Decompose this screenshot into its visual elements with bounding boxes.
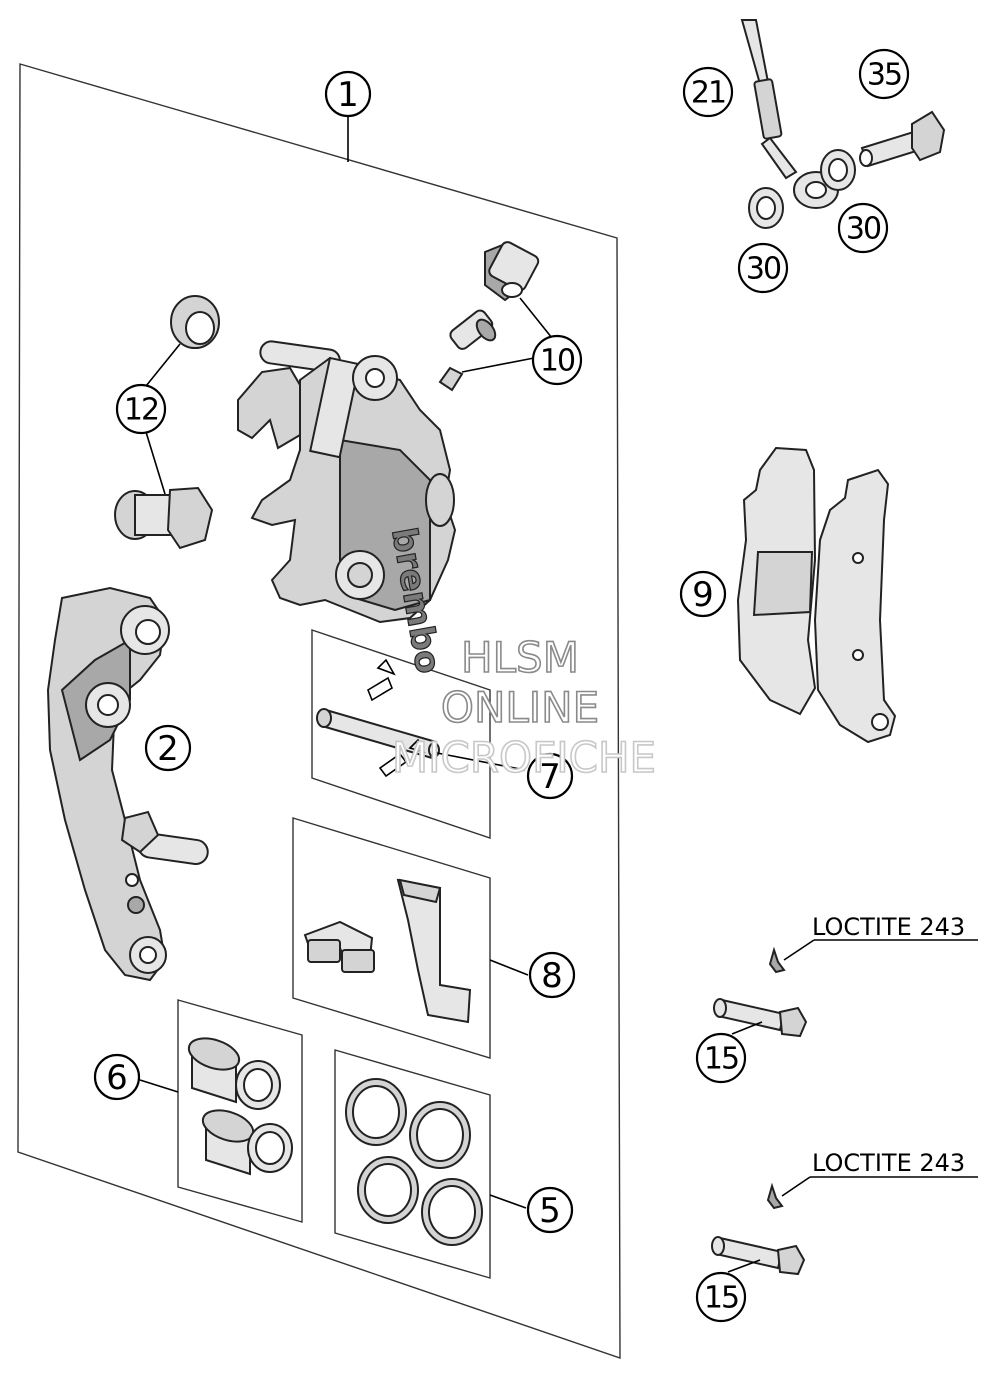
callout-8-label: 8 bbox=[541, 956, 563, 996]
callout-12-label: 12 bbox=[124, 393, 158, 428]
callout-9: 9 bbox=[679, 570, 727, 618]
leader-7 bbox=[431, 751, 526, 771]
leader-loctite-1 bbox=[783, 939, 815, 961]
brake-pad-set bbox=[736, 446, 897, 744]
callout-21-label: 21 bbox=[691, 76, 725, 111]
leader-8 bbox=[489, 959, 529, 976]
pad-pin-kit bbox=[316, 658, 440, 778]
watermark-line-3: MICROFICHE bbox=[392, 733, 656, 782]
seal-kit-frame bbox=[334, 1049, 491, 1279]
callout-15a: 15 bbox=[695, 1032, 747, 1084]
callout-8: 8 bbox=[528, 951, 576, 999]
callout-10: 10 bbox=[531, 334, 583, 386]
callout-2-label: 2 bbox=[157, 729, 179, 769]
callout-12: 12 bbox=[115, 383, 167, 435]
callout-2: 2 bbox=[144, 724, 192, 772]
spring-kit-frame bbox=[292, 817, 491, 1059]
leader-loctite-2 bbox=[781, 1176, 811, 1197]
watermark-line-2: ONLINE bbox=[441, 683, 599, 732]
leader-15b bbox=[727, 1259, 761, 1273]
loctite-note-2: LOCTITE 243 bbox=[812, 1149, 965, 1177]
caliper-screw-2 bbox=[711, 1182, 806, 1276]
leader-10-b bbox=[519, 297, 553, 339]
pad-pin-bolt-bottom bbox=[114, 486, 214, 550]
callout-15b-label: 15 bbox=[704, 1281, 738, 1316]
callout-21: 21 bbox=[682, 66, 734, 118]
callout-15a-label: 15 bbox=[704, 1042, 738, 1077]
caliper-body: brembo bbox=[237, 340, 457, 677]
callout-5: 5 bbox=[526, 1186, 574, 1234]
callout-30a: 30 bbox=[737, 242, 789, 294]
bleed-screw bbox=[438, 309, 497, 392]
callout-6: 6 bbox=[93, 1053, 141, 1101]
leader-6 bbox=[139, 1079, 179, 1093]
leader-12-a bbox=[145, 343, 181, 387]
pad-pin-bolt-top bbox=[170, 295, 220, 349]
callout-1: 1 bbox=[324, 70, 372, 118]
piston-kit bbox=[187, 1037, 293, 1176]
callout-7: 7 bbox=[526, 752, 574, 800]
callout-30a-label: 30 bbox=[746, 252, 781, 287]
callout-5-label: 5 bbox=[539, 1191, 561, 1231]
leader-10-a bbox=[461, 357, 535, 373]
callout-30b-label: 30 bbox=[846, 212, 881, 247]
leader-5 bbox=[489, 1194, 527, 1209]
banjo-bolt bbox=[859, 110, 946, 168]
callout-35-label: 35 bbox=[867, 58, 901, 93]
callout-9-label: 9 bbox=[692, 575, 714, 615]
watermark: HLSM ONLINE MICROFICHE bbox=[391, 632, 657, 783]
pad-spring-kit bbox=[303, 878, 472, 1024]
seal-kit bbox=[345, 1078, 483, 1246]
assembly-frame bbox=[17, 63, 621, 1359]
callout-30b: 30 bbox=[837, 202, 889, 254]
callout-6-label: 6 bbox=[106, 1058, 128, 1098]
leader-15a bbox=[731, 1021, 763, 1035]
callout-15b: 15 bbox=[695, 1271, 747, 1323]
pin-kit-frame bbox=[311, 629, 491, 839]
sealing-washer-right bbox=[820, 149, 856, 191]
callout-1-label: 1 bbox=[337, 75, 359, 115]
callout-7-label: 7 bbox=[539, 757, 561, 797]
leader-12-b bbox=[145, 431, 166, 495]
caliper-screw-1 bbox=[713, 946, 808, 1038]
watermark-line-1: HLSM bbox=[461, 633, 579, 682]
sealing-washer-left bbox=[748, 187, 784, 229]
callout-10-label: 10 bbox=[540, 344, 575, 379]
bleed-cap bbox=[484, 241, 540, 302]
loctite-note-1: LOCTITE 243 bbox=[812, 913, 965, 941]
piston-kit-frame bbox=[177, 999, 303, 1223]
callout-35: 35 bbox=[858, 48, 910, 100]
caliper-bracket bbox=[46, 586, 209, 982]
